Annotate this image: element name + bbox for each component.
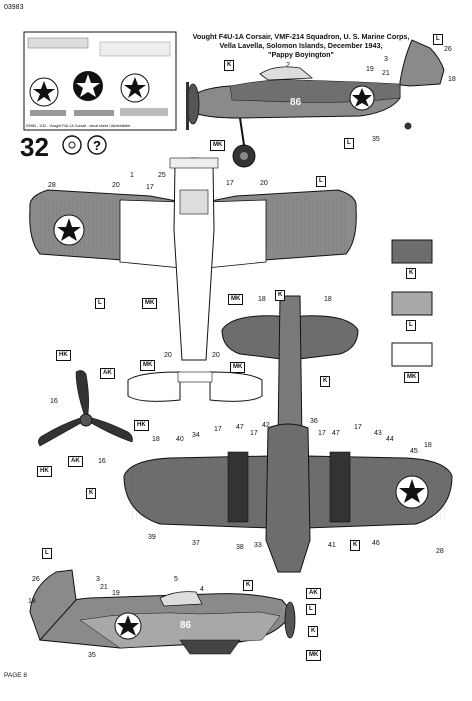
- color-code-MK: MK: [404, 372, 420, 383]
- callout: 21: [382, 70, 390, 77]
- profile-top-aircraft: 86: [186, 39, 445, 168]
- callout: 16: [98, 458, 106, 465]
- color-code-K: K: [406, 268, 417, 279]
- callout: 17: [214, 426, 222, 433]
- color-code-K: K: [320, 376, 331, 387]
- color-code-HK: HK: [37, 466, 52, 477]
- callout: 18: [448, 76, 456, 83]
- callout: 17: [146, 184, 154, 191]
- callout: 41: [328, 542, 336, 549]
- color-code-L: L: [433, 34, 443, 45]
- callout: 16: [50, 398, 58, 405]
- callout: 17: [250, 430, 258, 437]
- callout: 34: [192, 432, 200, 439]
- tail-plane: [221, 295, 359, 441]
- color-code-K: K: [86, 488, 97, 499]
- callout: 28: [436, 548, 444, 555]
- callout: 33: [254, 542, 262, 549]
- callout: 39: [148, 534, 156, 541]
- page-number: PAGE 8: [4, 672, 28, 679]
- title-line-3: "Pappy Boyington": [268, 50, 334, 59]
- callout: 18: [424, 442, 432, 449]
- callout: 46: [372, 540, 380, 547]
- color-code-AK: AK: [68, 456, 83, 467]
- color-code-L: L: [306, 604, 316, 615]
- color-code-L: L: [316, 176, 326, 187]
- bottom-view-aircraft: [123, 423, 453, 573]
- callout: 47: [332, 430, 340, 437]
- color-code-L: L: [42, 548, 52, 559]
- callout: 36: [310, 418, 318, 425]
- callout: 44: [386, 436, 394, 443]
- callout: 20: [112, 182, 120, 189]
- color-code-MK: MK: [142, 298, 158, 309]
- step-number: 32: [20, 132, 49, 162]
- color-code-K: K: [275, 290, 286, 301]
- color-code-MK: MK: [210, 140, 226, 151]
- callout: 42: [262, 422, 270, 429]
- callout: 17: [226, 180, 234, 187]
- callout: 4: [200, 586, 204, 593]
- color-code-K: K: [224, 60, 235, 71]
- callout: 38: [236, 544, 244, 551]
- color-code-AK: AK: [306, 588, 321, 599]
- aircraft-code-bottom: 86: [180, 620, 192, 631]
- callout: 18: [324, 296, 332, 303]
- color-code-MK: MK: [230, 362, 246, 373]
- callout: 28: [48, 182, 56, 189]
- callout: 35: [88, 652, 96, 659]
- callout: 18: [152, 436, 160, 443]
- callout: 35: [372, 136, 380, 143]
- callout: 37: [192, 540, 200, 547]
- color-code-K: K: [350, 540, 361, 551]
- aircraft-code-top: 86: [290, 97, 302, 108]
- page-title: Vought F4U-1A Corsair, VMF-214 Squadron,…: [186, 32, 416, 59]
- color-code-MK: MK: [140, 360, 156, 371]
- callout: 19: [366, 66, 374, 73]
- color-code-L: L: [406, 320, 416, 331]
- callout: 5: [174, 576, 178, 583]
- callout: 20: [164, 352, 172, 359]
- color-code-AK: AK: [100, 368, 115, 379]
- callout: 3: [384, 56, 388, 63]
- title-line-2: Vella Lavella, Solomon Islands, December…: [219, 41, 383, 50]
- decal-sheet: 03983 - 1/32 - Vought F4U-1A Corsair - d…: [23, 31, 177, 131]
- callout: 43: [374, 430, 382, 437]
- callout: 26: [32, 576, 40, 583]
- color-code-L: L: [344, 138, 354, 149]
- callout: 1: [130, 172, 134, 179]
- callout: 21: [100, 584, 108, 591]
- callout: 2: [286, 62, 290, 69]
- callout: 17: [354, 424, 362, 431]
- propeller: [38, 370, 133, 447]
- color-code-MK: MK: [306, 650, 322, 661]
- svg-text:?: ?: [93, 138, 101, 153]
- color-code-K: K: [243, 580, 254, 591]
- callout: 17: [318, 430, 326, 437]
- callout: 3: [96, 576, 100, 583]
- color-code-L: L: [95, 298, 105, 309]
- callout: 45: [410, 448, 418, 455]
- callout: 19: [112, 590, 120, 597]
- color-code-K: K: [308, 626, 319, 637]
- callout: 47: [236, 424, 244, 431]
- profile-bottom-aircraft: 86: [29, 569, 296, 655]
- color-code-HK: HK: [56, 350, 71, 361]
- help-icons: ?: [62, 135, 107, 155]
- callout: 25: [158, 172, 166, 179]
- callout: 18: [28, 598, 36, 605]
- callout: 18: [258, 296, 266, 303]
- callout: 20: [212, 352, 220, 359]
- color-code-HK: HK: [134, 420, 149, 431]
- color-code-MK: MK: [228, 294, 244, 305]
- kit-code: 03983: [4, 4, 24, 11]
- callout: 26: [444, 46, 452, 53]
- decal-caption: 03983 - 1/32 - Vought F4U-1A Corsair - d…: [26, 124, 131, 128]
- callout: 40: [176, 436, 184, 443]
- color-swatches: [391, 239, 433, 367]
- top-view-aircraft: [29, 157, 357, 402]
- callout: 20: [260, 180, 268, 187]
- title-line-1: Vought F4U-1A Corsair, VMF-214 Squadron,…: [192, 32, 410, 41]
